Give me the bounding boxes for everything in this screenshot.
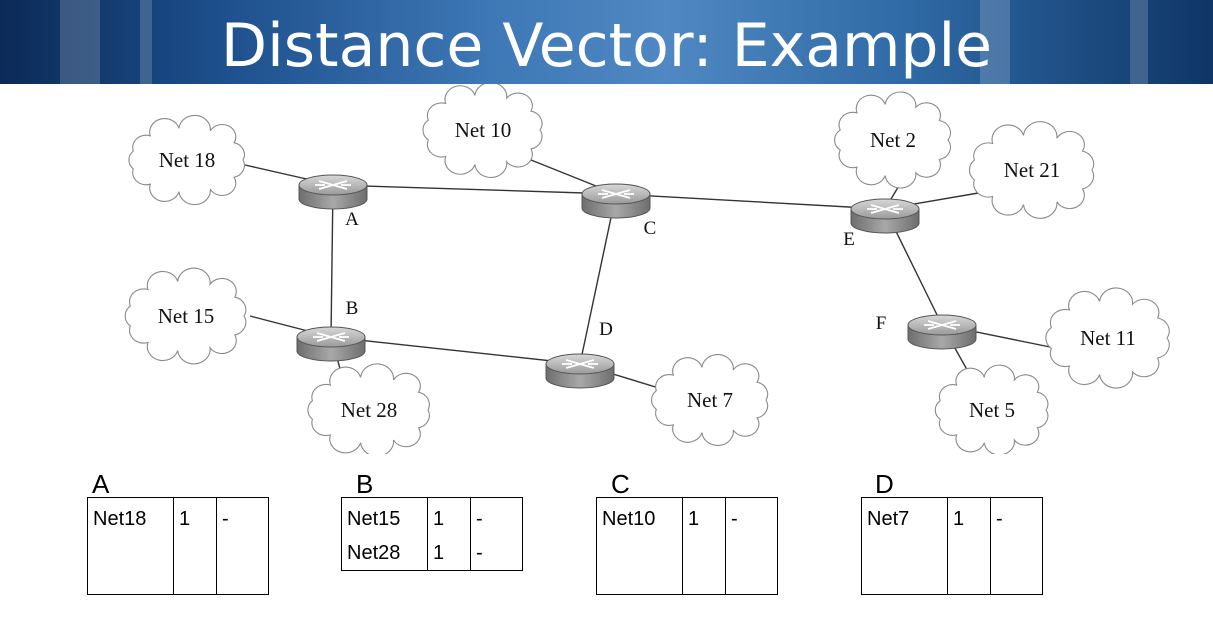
- cloud-shape: [968, 121, 1095, 219]
- network-label: Net 11: [1080, 326, 1136, 350]
- cost-cell: 1: [173, 497, 217, 536]
- router-arrows-icon: [313, 332, 349, 342]
- cost-cell: 1: [427, 497, 471, 536]
- network-label: Net 28: [341, 398, 398, 422]
- next-hop-cell: [725, 536, 778, 595]
- cloud-shape: [934, 364, 1049, 454]
- cost-cell: [173, 536, 217, 595]
- router-arrows-icon: [562, 359, 598, 369]
- next-hop-cell: -: [470, 536, 523, 571]
- cloud-shape: [128, 114, 245, 206]
- router-e: E: [843, 198, 920, 250]
- link-c-e: [615, 193, 886, 210]
- cloud-net10: Net 10: [422, 84, 543, 178]
- destination-cell: [861, 536, 948, 595]
- router-f: F: [876, 313, 977, 350]
- page-title: Distance Vector: Example: [220, 11, 993, 81]
- cloud-net7: Net 7: [651, 353, 769, 447]
- destination-cell: [596, 536, 683, 595]
- next-hop-cell: -: [470, 497, 523, 536]
- router-label: C: [644, 218, 657, 239]
- router-arrows-icon: [867, 204, 903, 214]
- network-label: Net 10: [455, 118, 512, 142]
- table-title-b: B: [356, 469, 374, 499]
- destination-cell: [87, 536, 174, 595]
- cost-cell: [682, 536, 726, 595]
- router-arrows-icon: [924, 320, 960, 330]
- routers-layer: A B C D E F: [296, 174, 977, 389]
- link-b-d: [330, 336, 581, 365]
- network-label: Net 2: [870, 128, 916, 152]
- next-hop-cell: -: [216, 497, 269, 536]
- cloud-net28: Net 28: [307, 363, 430, 454]
- cost-cell: [947, 536, 991, 595]
- cloud-shape: [307, 363, 430, 454]
- destination-cell: Net18: [87, 497, 174, 536]
- network-diagram: Net 18 Net 10 Net 2 Net 21 Net 15 Net 28 Net 7…: [124, 84, 1170, 454]
- router-label: F: [876, 313, 887, 334]
- next-hop-cell: -: [990, 497, 1043, 536]
- link-a-c: [332, 184, 617, 195]
- router-label: E: [843, 229, 855, 250]
- router-label: A: [345, 209, 359, 230]
- network-label: Net 5: [969, 398, 1015, 422]
- table-title-d: D: [875, 469, 894, 499]
- router-c: C: [581, 183, 657, 239]
- cloud-shape: [422, 84, 543, 178]
- cloud-shape: [651, 353, 769, 447]
- network-label: Net 18: [159, 148, 216, 172]
- router-a: A: [298, 174, 368, 230]
- cloud-net2: Net 2: [834, 91, 952, 189]
- cost-cell: 1: [427, 536, 471, 571]
- cloud-shape: [834, 91, 952, 189]
- cloud-net15: Net 15: [124, 267, 247, 365]
- cloud-shape: [1045, 287, 1170, 389]
- table-row: [861, 536, 1043, 595]
- destination-cell: Net10: [596, 497, 683, 536]
- router-arrows-icon: [598, 189, 634, 199]
- clouds-layer: Net 18 Net 10 Net 2 Net 21 Net 15 Net 28 Net 7…: [124, 84, 1170, 454]
- table-title-a: A: [92, 469, 110, 499]
- cloud-net5: Net 5: [934, 364, 1049, 454]
- link-a-b: [330, 184, 334, 338]
- router-d: D: [545, 319, 615, 389]
- destination-cell: Net7: [861, 497, 948, 536]
- router-label: B: [346, 298, 359, 319]
- cloud-net21: Net 21: [968, 121, 1095, 219]
- cost-cell: 1: [947, 497, 991, 536]
- router-label: D: [599, 319, 613, 340]
- destination-cell: Net15: [341, 497, 428, 536]
- link-c-d: [579, 193, 617, 365]
- cost-cell: 1: [682, 497, 726, 536]
- table-row: [87, 536, 269, 595]
- next-hop-cell: -: [725, 497, 778, 536]
- next-hop-cell: [216, 536, 269, 595]
- router-arrows-icon: [315, 180, 351, 190]
- network-label: Net 21: [1004, 158, 1061, 182]
- router-b: B: [296, 298, 366, 362]
- network-label: Net 15: [158, 304, 215, 328]
- title-banner: Distance Vector: Example: [0, 0, 1213, 84]
- network-label: Net 7: [687, 388, 733, 412]
- table-row: [596, 536, 778, 595]
- cloud-net18: Net 18: [128, 114, 245, 206]
- destination-cell: Net28: [341, 536, 428, 571]
- next-hop-cell: [990, 536, 1043, 595]
- cloud-net11: Net 11: [1045, 287, 1170, 389]
- table-title-c: C: [611, 469, 630, 499]
- cloud-shape: [124, 267, 247, 365]
